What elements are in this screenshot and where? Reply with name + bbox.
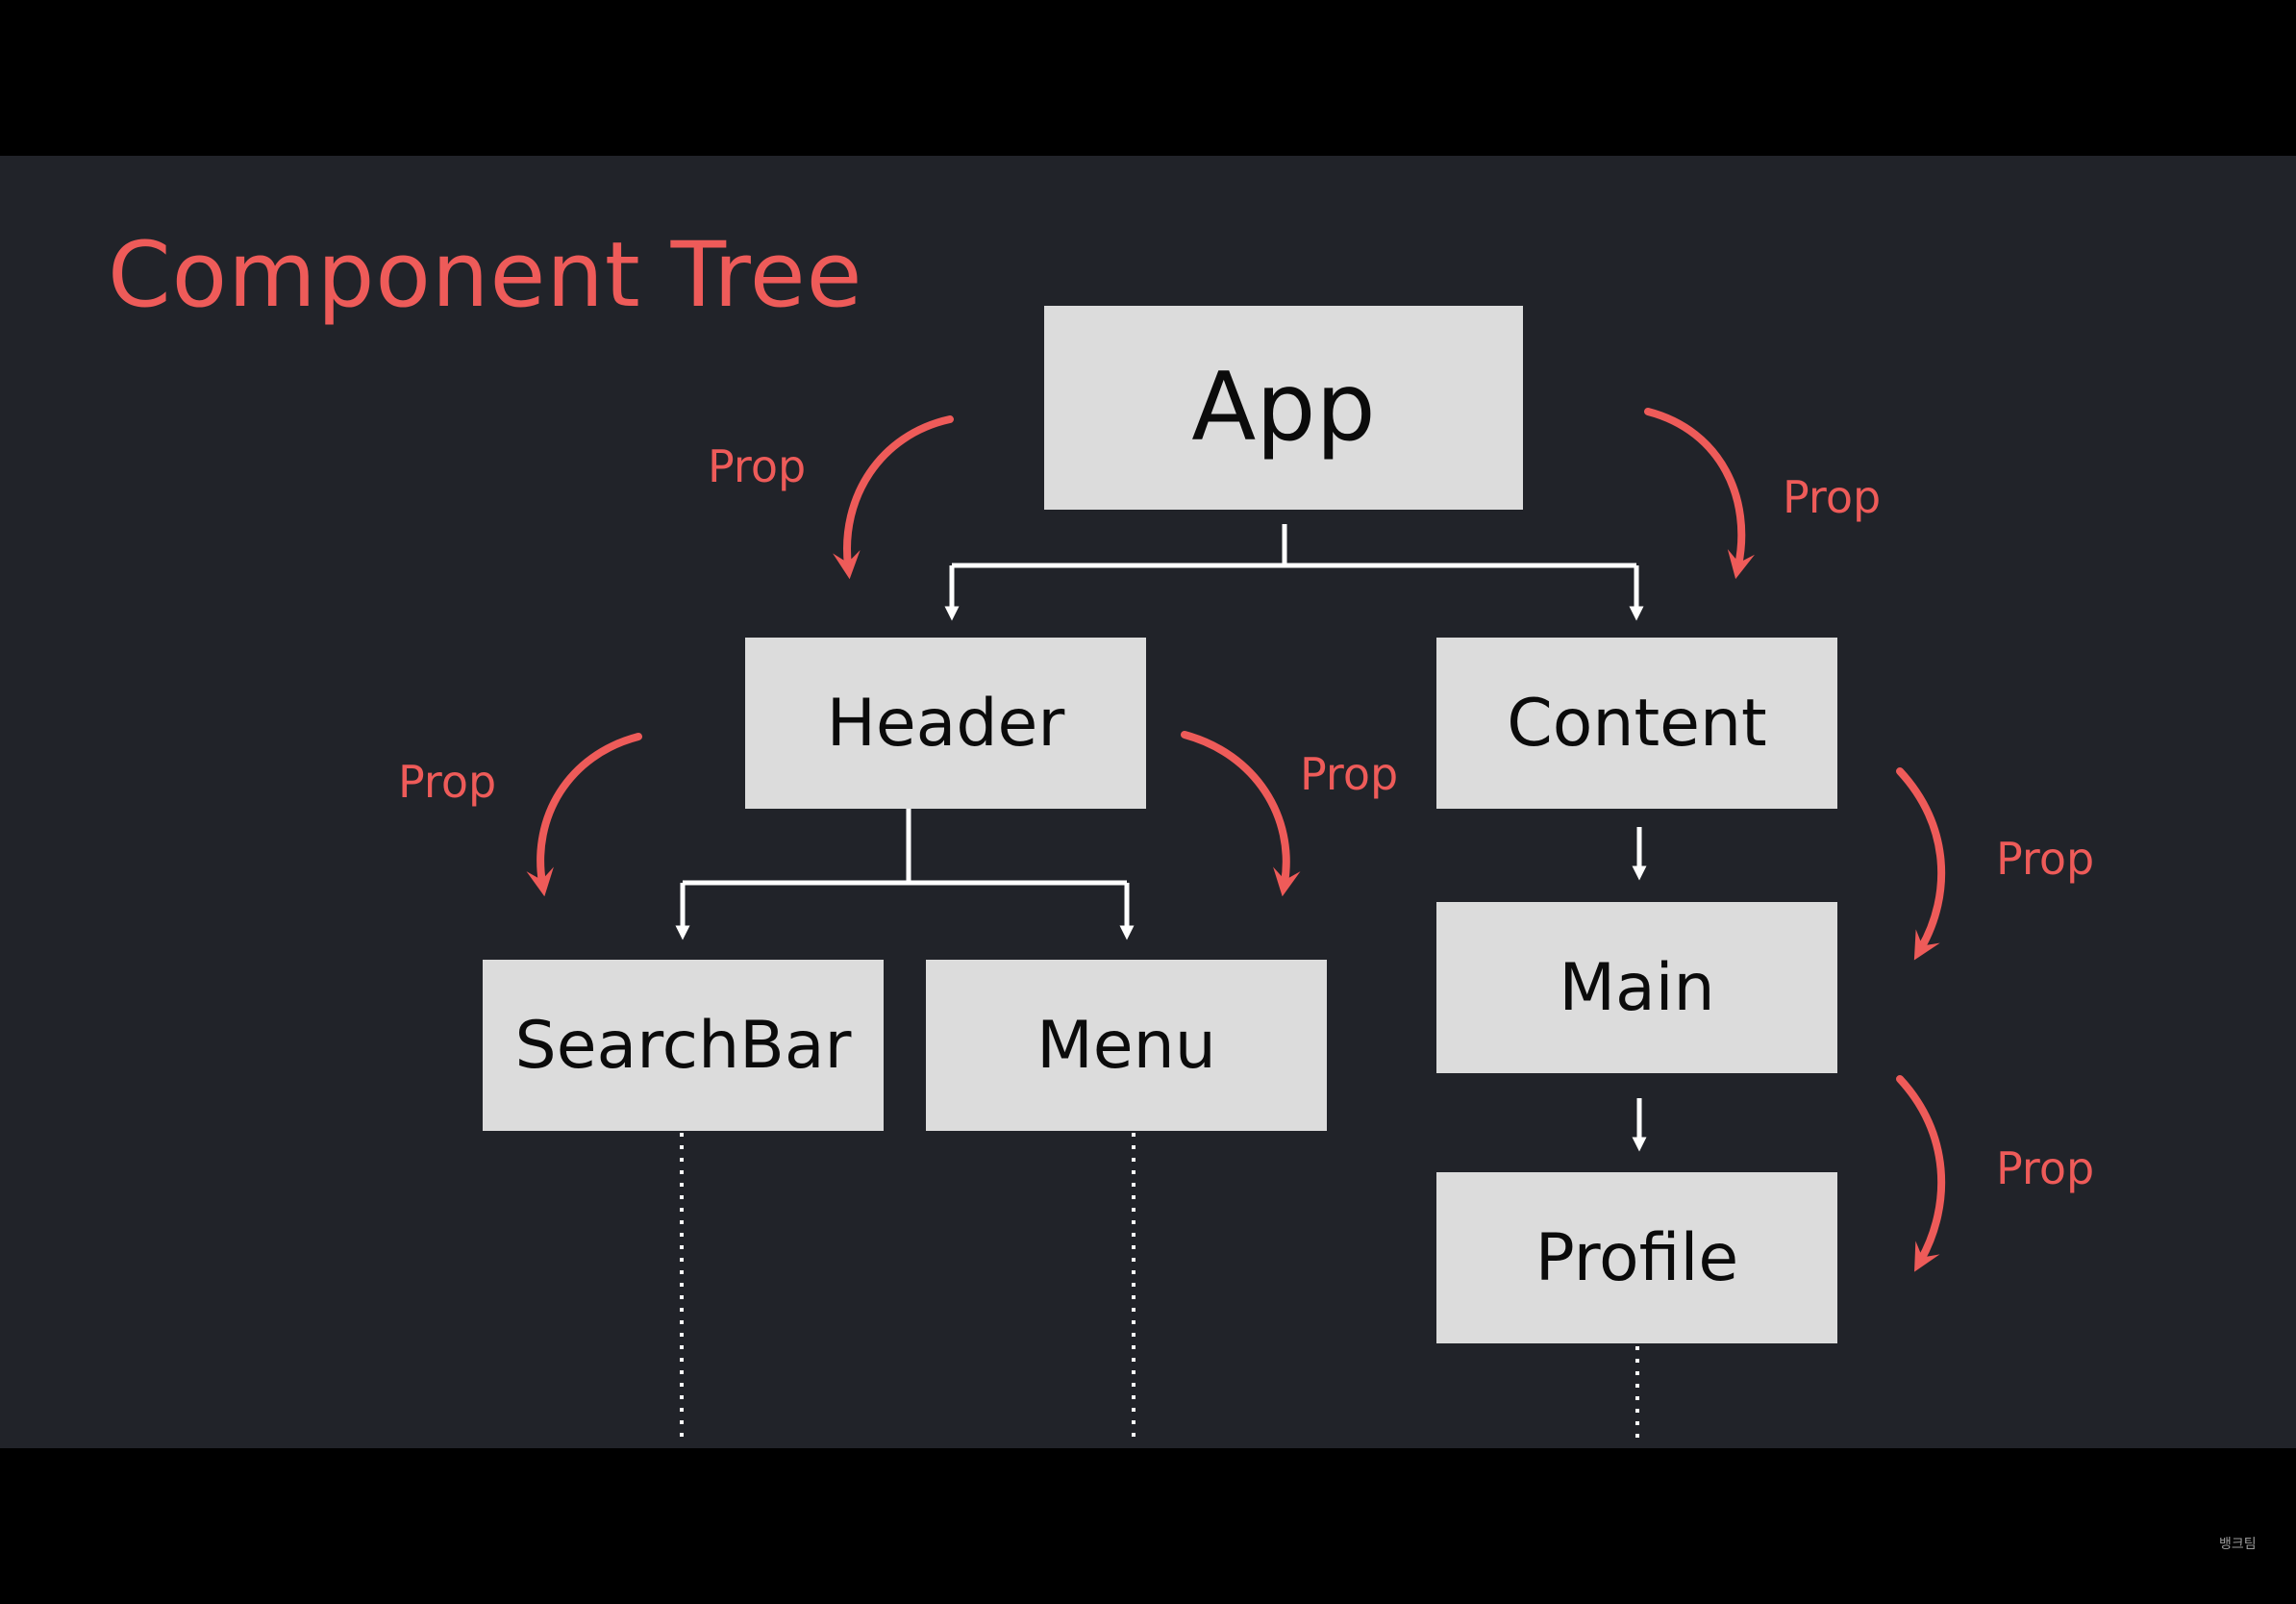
node-profile: Profile: [1436, 1172, 1837, 1343]
prop-arrow-main-profile: [1896, 1075, 1946, 1272]
prop-label-content-main: Prop: [1996, 833, 2095, 885]
prop-label-header-right: Prop: [1300, 748, 1399, 800]
node-app: App: [1044, 306, 1523, 510]
node-searchbar: SearchBar: [483, 960, 884, 1131]
prop-arrow-header-right: [1181, 731, 1301, 897]
prop-label-app-left: Prop: [708, 440, 807, 492]
prop-label-app-right: Prop: [1783, 471, 1882, 523]
node-content: Content: [1436, 638, 1837, 809]
connector-app-children: [944, 524, 1644, 621]
connector-header-children: [675, 809, 1135, 940]
prop-arrow-content-main: [1896, 767, 1946, 961]
prop-label-header-left: Prop: [398, 756, 497, 808]
prop-label-main-profile: Prop: [1996, 1142, 2095, 1194]
prop-arrow-app-left: [833, 415, 954, 580]
node-header: Header: [745, 638, 1146, 809]
node-main: Main: [1436, 902, 1837, 1073]
dotted-continuations: [680, 1133, 1639, 1446]
watermark-logo: 뱅크팀: [2219, 1537, 2257, 1552]
prop-arrow-app-right: [1644, 408, 1756, 580]
prop-arrow-header-left: [526, 733, 642, 897]
slide-title: Component Tree: [108, 223, 863, 328]
node-menu: Menu: [926, 960, 1327, 1131]
